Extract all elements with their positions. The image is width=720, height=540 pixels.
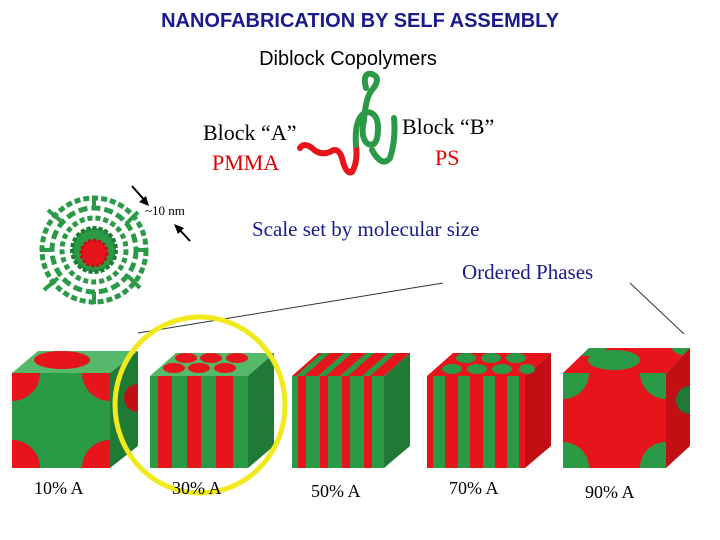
block-a-chain xyxy=(297,142,360,176)
scale-note: Scale set by molecular size xyxy=(252,217,480,241)
projection-line-right xyxy=(629,282,685,335)
block-a-label: Block “A” xyxy=(203,120,297,145)
phase-cube-inverted-cylinders xyxy=(427,353,551,468)
phase-cube-lamellae xyxy=(292,353,410,468)
size-label: ~10 nm xyxy=(145,203,185,218)
phase-label-10: 10% A xyxy=(34,478,84,498)
diblock-copolymer-chain xyxy=(297,70,398,176)
micelle-illustration xyxy=(39,195,149,305)
block-b-label: Block “B” xyxy=(402,114,495,139)
size-arrows xyxy=(131,185,191,242)
phase-cube-inverted-spheres xyxy=(563,348,690,468)
phase-label-50: 50% A xyxy=(311,481,361,501)
phase-label-30: 30% A xyxy=(172,478,222,498)
block-a-polymer: PMMA xyxy=(212,150,280,175)
phases-heading: Ordered Phases xyxy=(462,260,594,284)
phase-cube-cylinders xyxy=(150,353,274,468)
page-subtitle: Diblock Copolymers xyxy=(259,48,437,70)
page-title: NANOFABRICATION BY SELF ASSEMBLY xyxy=(161,10,559,32)
block-b-chain xyxy=(352,70,398,165)
block-b-polymer: PS xyxy=(435,145,460,170)
highlight-ring xyxy=(112,314,288,496)
phase-label-70: 70% A xyxy=(449,478,499,498)
phase-label-90: 90% A xyxy=(585,482,635,502)
phase-cube-spheres xyxy=(12,351,138,468)
projection-line-left xyxy=(137,282,444,334)
